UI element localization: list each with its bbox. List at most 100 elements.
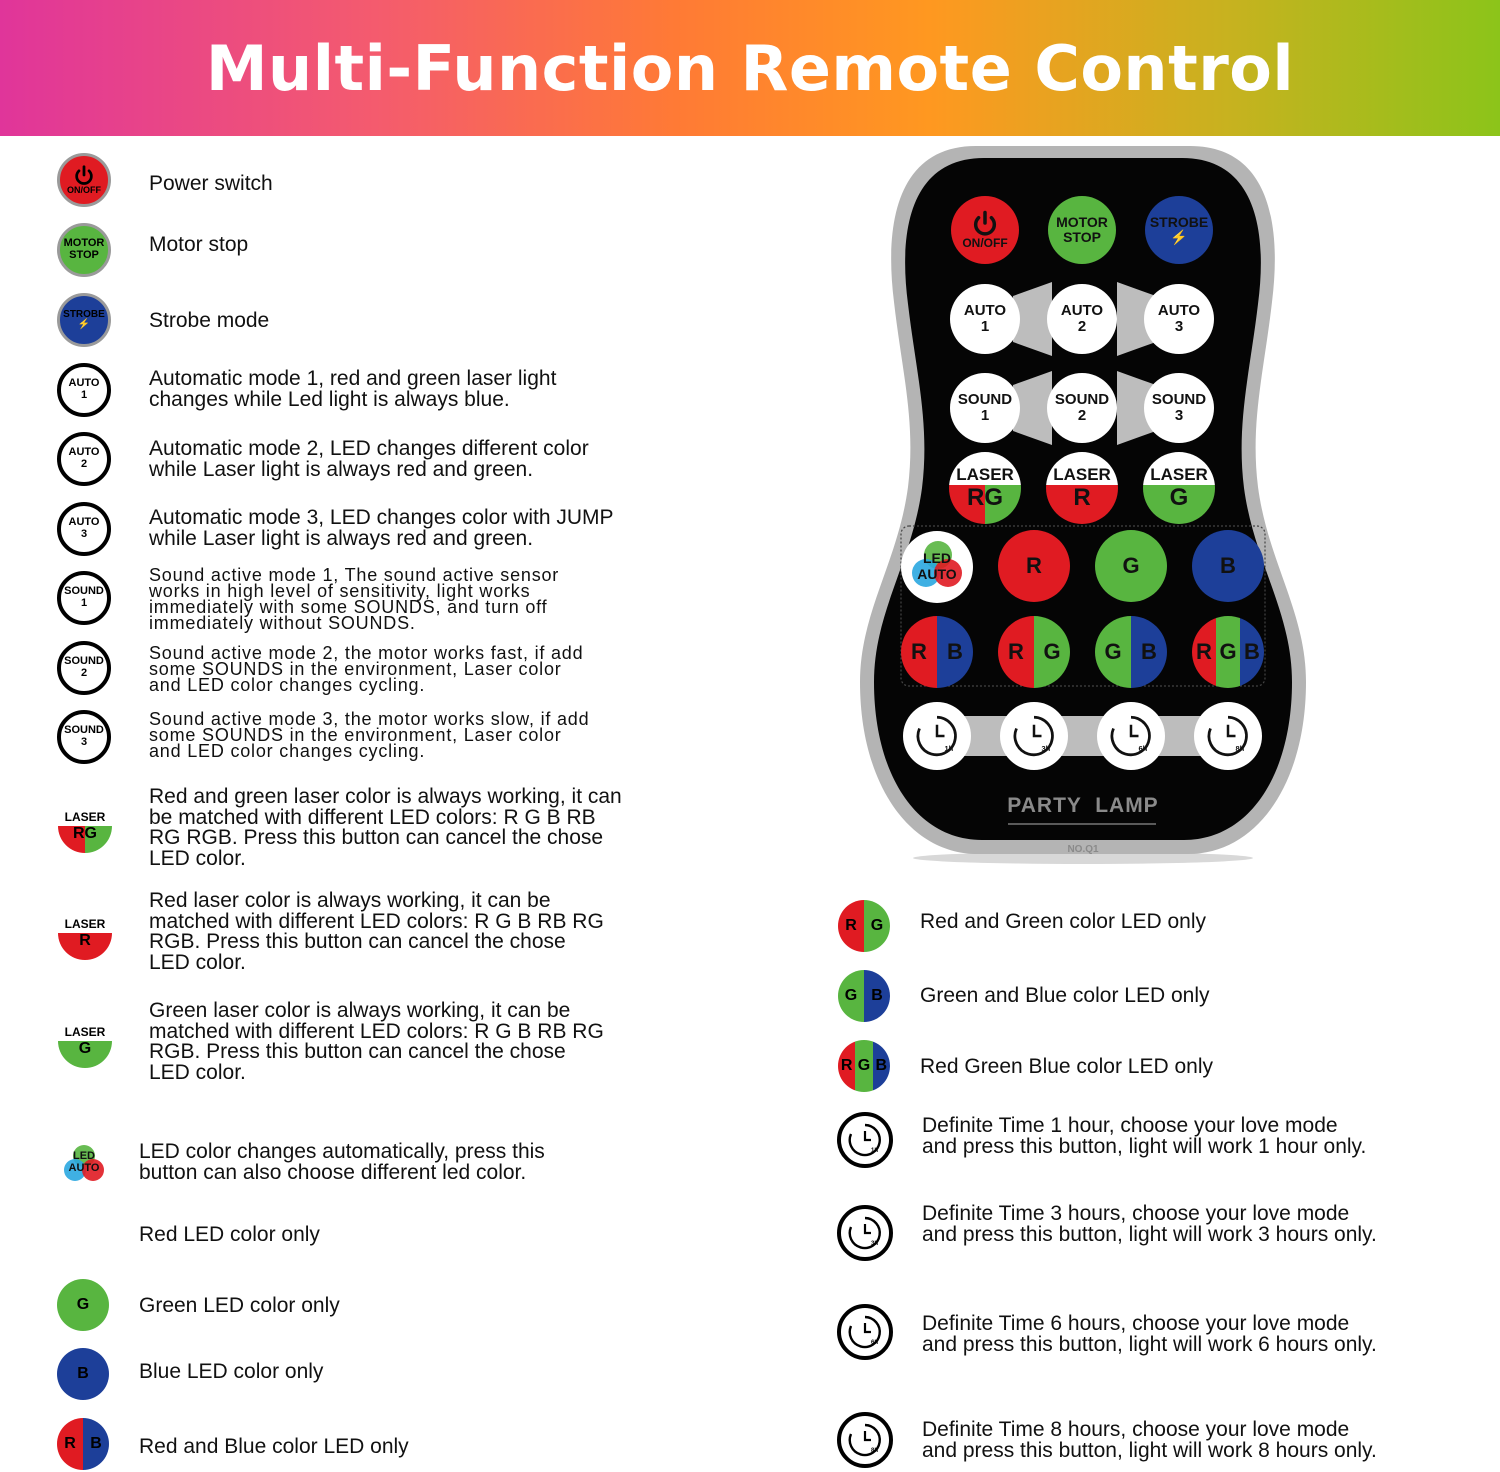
remote-led-auto-button[interactable]: LED AUTO: [901, 531, 973, 603]
timer-3h-icon: 3h: [837, 1205, 893, 1261]
icon-label: G: [838, 970, 864, 1022]
power-icon: ON/OFF: [57, 153, 111, 207]
timer-label: 1h: [871, 1148, 878, 1154]
icon-label: R: [838, 1040, 856, 1092]
laser-g-desc: Green laser color is always working, it …: [149, 999, 604, 1084]
clock-icon: 3h: [1013, 715, 1054, 757]
remote-timer-1h-button[interactable]: 1h: [903, 702, 971, 770]
red-blue-led-icon: R B: [57, 1418, 109, 1470]
timer-8h-desc: Definite Time 8 hours, choose your love …: [922, 1418, 1377, 1462]
clock-icon: 6h: [848, 1315, 881, 1349]
motor-stop-desc: Motor stop: [149, 233, 249, 256]
button-label: 3: [1174, 318, 1184, 335]
laser-green: G: [58, 1040, 112, 1068]
laser-rg-desc: Red and green laser color is always work…: [149, 785, 622, 870]
icon-label: LED: [73, 1150, 95, 1162]
icon-label: G: [76, 1295, 90, 1313]
auto-3-icon: AUTO 3: [57, 502, 111, 556]
laser-red: R: [58, 932, 112, 960]
auto-2-icon: AUTO 2: [57, 432, 111, 486]
lightning-icon: ⚡: [77, 319, 91, 330]
icon-label: G: [864, 900, 890, 952]
icon-label: STROBE: [63, 308, 105, 320]
sound-1-icon: SOUND 1: [57, 571, 111, 625]
led-red-dot: [82, 1159, 104, 1181]
auto-3-desc: Automatic mode 3, LED changes color with…: [149, 506, 614, 550]
icon-label: 1: [80, 389, 88, 401]
remote-timer-6h-button[interactable]: 6h: [1097, 702, 1165, 770]
auto-1-desc: Automatic mode 1, red and green laser li…: [149, 367, 557, 411]
timer-6h-icon: 6h: [837, 1304, 893, 1360]
button-label: R: [966, 484, 985, 512]
button-label: MOTOR: [1056, 213, 1108, 230]
button-label: 3: [1174, 407, 1184, 424]
clock-icon: 1h: [916, 715, 957, 757]
button-label: G: [1122, 552, 1140, 578]
led-auto-icon: LED AUTO: [909, 541, 965, 593]
icon-label: B: [77, 1364, 89, 1382]
icon-label: AUTO: [68, 516, 100, 529]
button-label: AUTO: [1060, 301, 1104, 319]
timer-label: 8h: [871, 1448, 878, 1454]
red-green-led-icon: R G: [838, 900, 890, 952]
remote-motor-stop-button[interactable]: MOTOR STOP: [1048, 196, 1116, 264]
timer-6h-desc: Definite Time 6 hours, choose your love …: [922, 1312, 1377, 1356]
laser-label: LASER: [58, 1014, 112, 1041]
remote-power-button[interactable]: ON/OFF: [951, 196, 1019, 264]
remote-timer-3h-button[interactable]: 3h: [1000, 702, 1068, 770]
remote-red-button[interactable]: R: [998, 530, 1070, 602]
clock-icon: 8h: [848, 1423, 881, 1457]
icon-label: AUTO: [68, 377, 100, 390]
remote-rgb-button[interactable]: R G B: [1192, 616, 1264, 688]
clock-icon: 8h: [1207, 715, 1248, 757]
button-label: 1: [980, 318, 990, 335]
button-label: ON/OFF: [962, 236, 1008, 251]
icon-label: G: [855, 1040, 873, 1092]
rgb-led-icon: R G B: [838, 1040, 890, 1092]
button-label: SOUND: [1151, 390, 1207, 408]
laser-label: LASER: [58, 799, 112, 826]
remote-model-label: NO.Q1: [1067, 844, 1099, 855]
red-led-desc: Red LED color only: [139, 1223, 320, 1246]
button-label: AUTO: [917, 566, 957, 582]
button-label: LED: [923, 550, 951, 566]
green-led-icon: G: [57, 1279, 109, 1331]
remote-red-green-button[interactable]: R G: [998, 616, 1070, 688]
remote-brand-label: PARTY LAMP: [1007, 794, 1159, 817]
rgb-led-desc: Red Green Blue color LED only: [920, 1055, 1213, 1078]
led-auto-desc: LED color changes automatically, press t…: [139, 1140, 545, 1184]
timer-3h-desc: Definite Time 3 hours, choose your love …: [922, 1202, 1377, 1246]
sound-3-icon: SOUND 3: [57, 710, 111, 764]
timer-label: 3h: [871, 1241, 878, 1247]
green-blue-led-icon: G B: [838, 970, 890, 1022]
remote-strobe-button[interactable]: STROBE ⚡: [1145, 196, 1213, 264]
remote-green-button[interactable]: G: [1095, 530, 1167, 602]
button-label: STOP: [1063, 229, 1101, 245]
remote-laser-g-button[interactable]: LASER G: [1143, 452, 1215, 524]
remote-laser-r-button[interactable]: LASER R: [1046, 452, 1118, 524]
strobe-icon: STROBE ⚡: [57, 293, 111, 347]
timer-label: 1h: [945, 744, 954, 753]
icon-label: 3: [80, 528, 88, 540]
button-label: R: [1026, 552, 1042, 578]
power-desc: Power switch: [149, 172, 273, 195]
remote-red-blue-button[interactable]: R B: [901, 616, 973, 688]
button-label: 1: [980, 407, 990, 424]
icon-label: B: [83, 1418, 109, 1470]
red-green-led-desc: Red and Green color LED only: [920, 910, 1206, 933]
remote-green-blue-button[interactable]: G B: [1095, 616, 1167, 688]
button-label: 2: [1077, 407, 1087, 424]
remote-blue-button[interactable]: B: [1192, 530, 1264, 602]
auto-2-desc: Automatic mode 2, LED changes different …: [149, 437, 589, 481]
timer-1h-desc: Definite Time 1 hour, choose your love m…: [922, 1114, 1367, 1158]
remote-timer-8h-button[interactable]: 8h: [1194, 702, 1262, 770]
auto-1-icon: AUTO 1: [57, 363, 111, 417]
